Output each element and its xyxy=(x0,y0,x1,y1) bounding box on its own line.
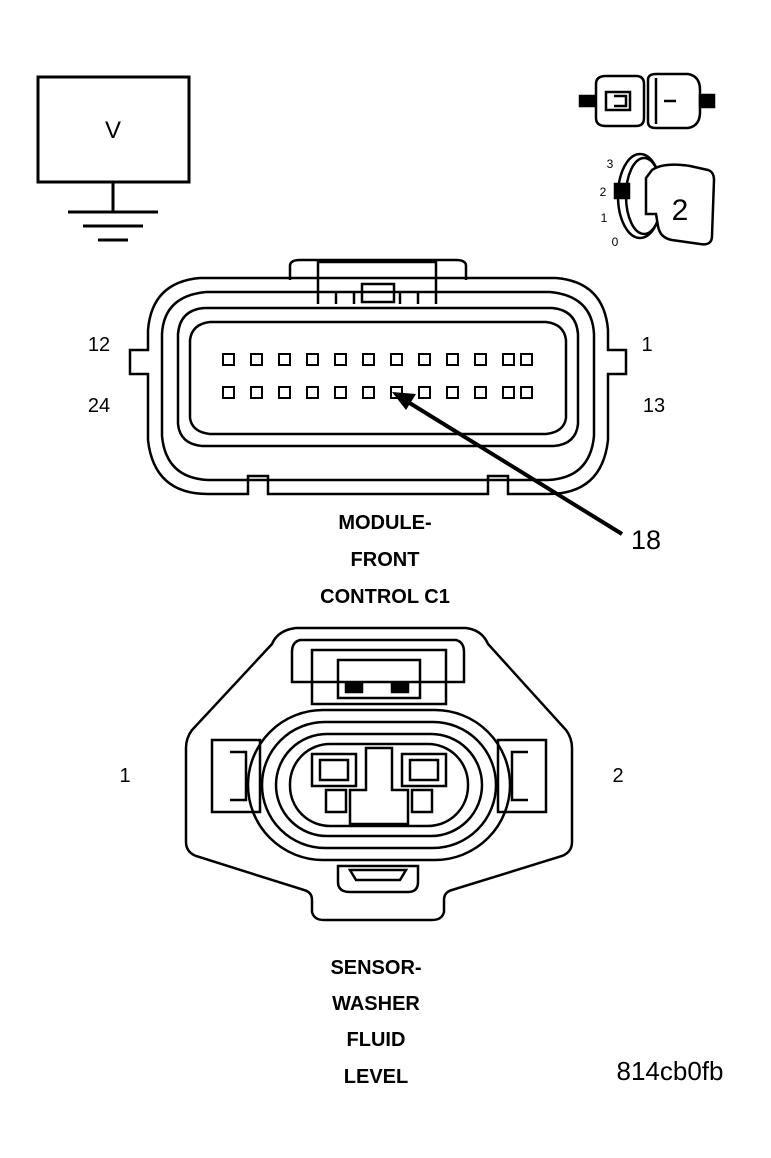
c1-pin-label-12: 12 xyxy=(88,334,110,356)
washer-caption-line-2: WASHER xyxy=(332,993,420,1015)
c1-connector-body xyxy=(128,258,628,496)
c1-pin-array xyxy=(222,353,533,399)
washer-sensor-connector-body xyxy=(184,626,574,922)
c1-caption-line-2: FRONT xyxy=(351,549,420,571)
washer-caption-line-1: SENSOR- xyxy=(330,957,421,979)
c1-caption-line-3: CONTROL C1 xyxy=(320,586,450,608)
washer-caption-line-3: FLUID xyxy=(347,1029,406,1051)
voltmeter-symbol: V xyxy=(105,117,121,144)
c1-pin-row-bottom xyxy=(222,386,533,399)
callout-pin-number: 18 xyxy=(631,525,661,555)
ground-icon xyxy=(68,210,158,242)
connector-plug-icon xyxy=(578,72,716,130)
figure-id: 814cb0fb xyxy=(617,1056,724,1086)
ignition-position-0: 0 xyxy=(612,235,619,249)
washer-pin-label-1: 1 xyxy=(119,765,130,787)
c1-caption-line-1: MODULE- xyxy=(338,512,431,534)
callout-arrow xyxy=(392,392,624,536)
c1-pin-row-top xyxy=(222,353,533,366)
c1-pin-label-13: 13 xyxy=(643,395,665,417)
ignition-position-3: 3 xyxy=(607,157,614,171)
voltmeter-icon xyxy=(36,75,191,212)
ignition-key-position: 2 xyxy=(672,194,689,227)
c1-pin-label-24: 24 xyxy=(88,395,110,417)
washer-sensor-terminals xyxy=(310,746,448,826)
ignition-position-2: 2 xyxy=(600,185,607,199)
ignition-position-1: 1 xyxy=(601,211,608,225)
c1-pin-label-1: 1 xyxy=(641,334,652,356)
ignition-switch-icon xyxy=(613,152,716,246)
washer-caption-line-4: LEVEL xyxy=(344,1066,408,1088)
washer-pin-label-2: 2 xyxy=(612,765,623,787)
